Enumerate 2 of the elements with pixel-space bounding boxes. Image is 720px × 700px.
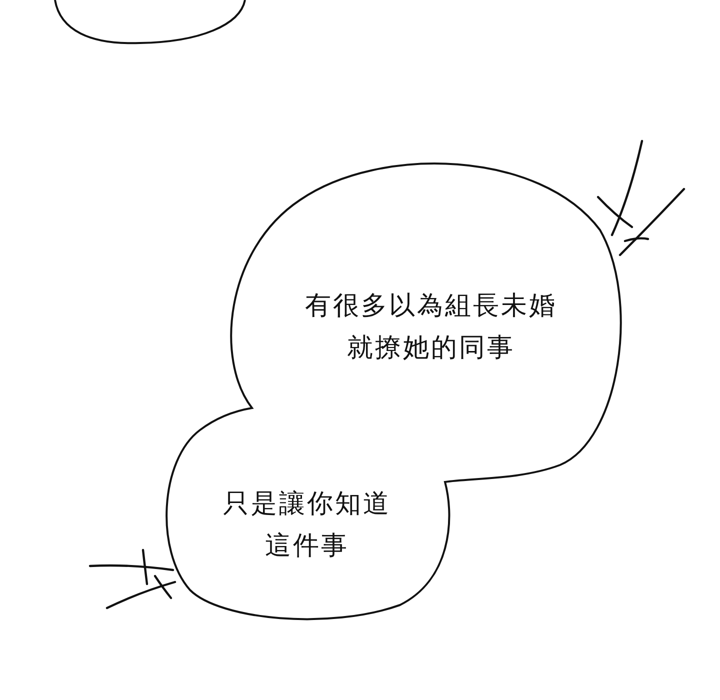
speech-text: 只是讓你知道這件事 (222, 488, 392, 563)
speech-text: 有很多以為組長未婚就撩她的同事 (304, 290, 558, 365)
